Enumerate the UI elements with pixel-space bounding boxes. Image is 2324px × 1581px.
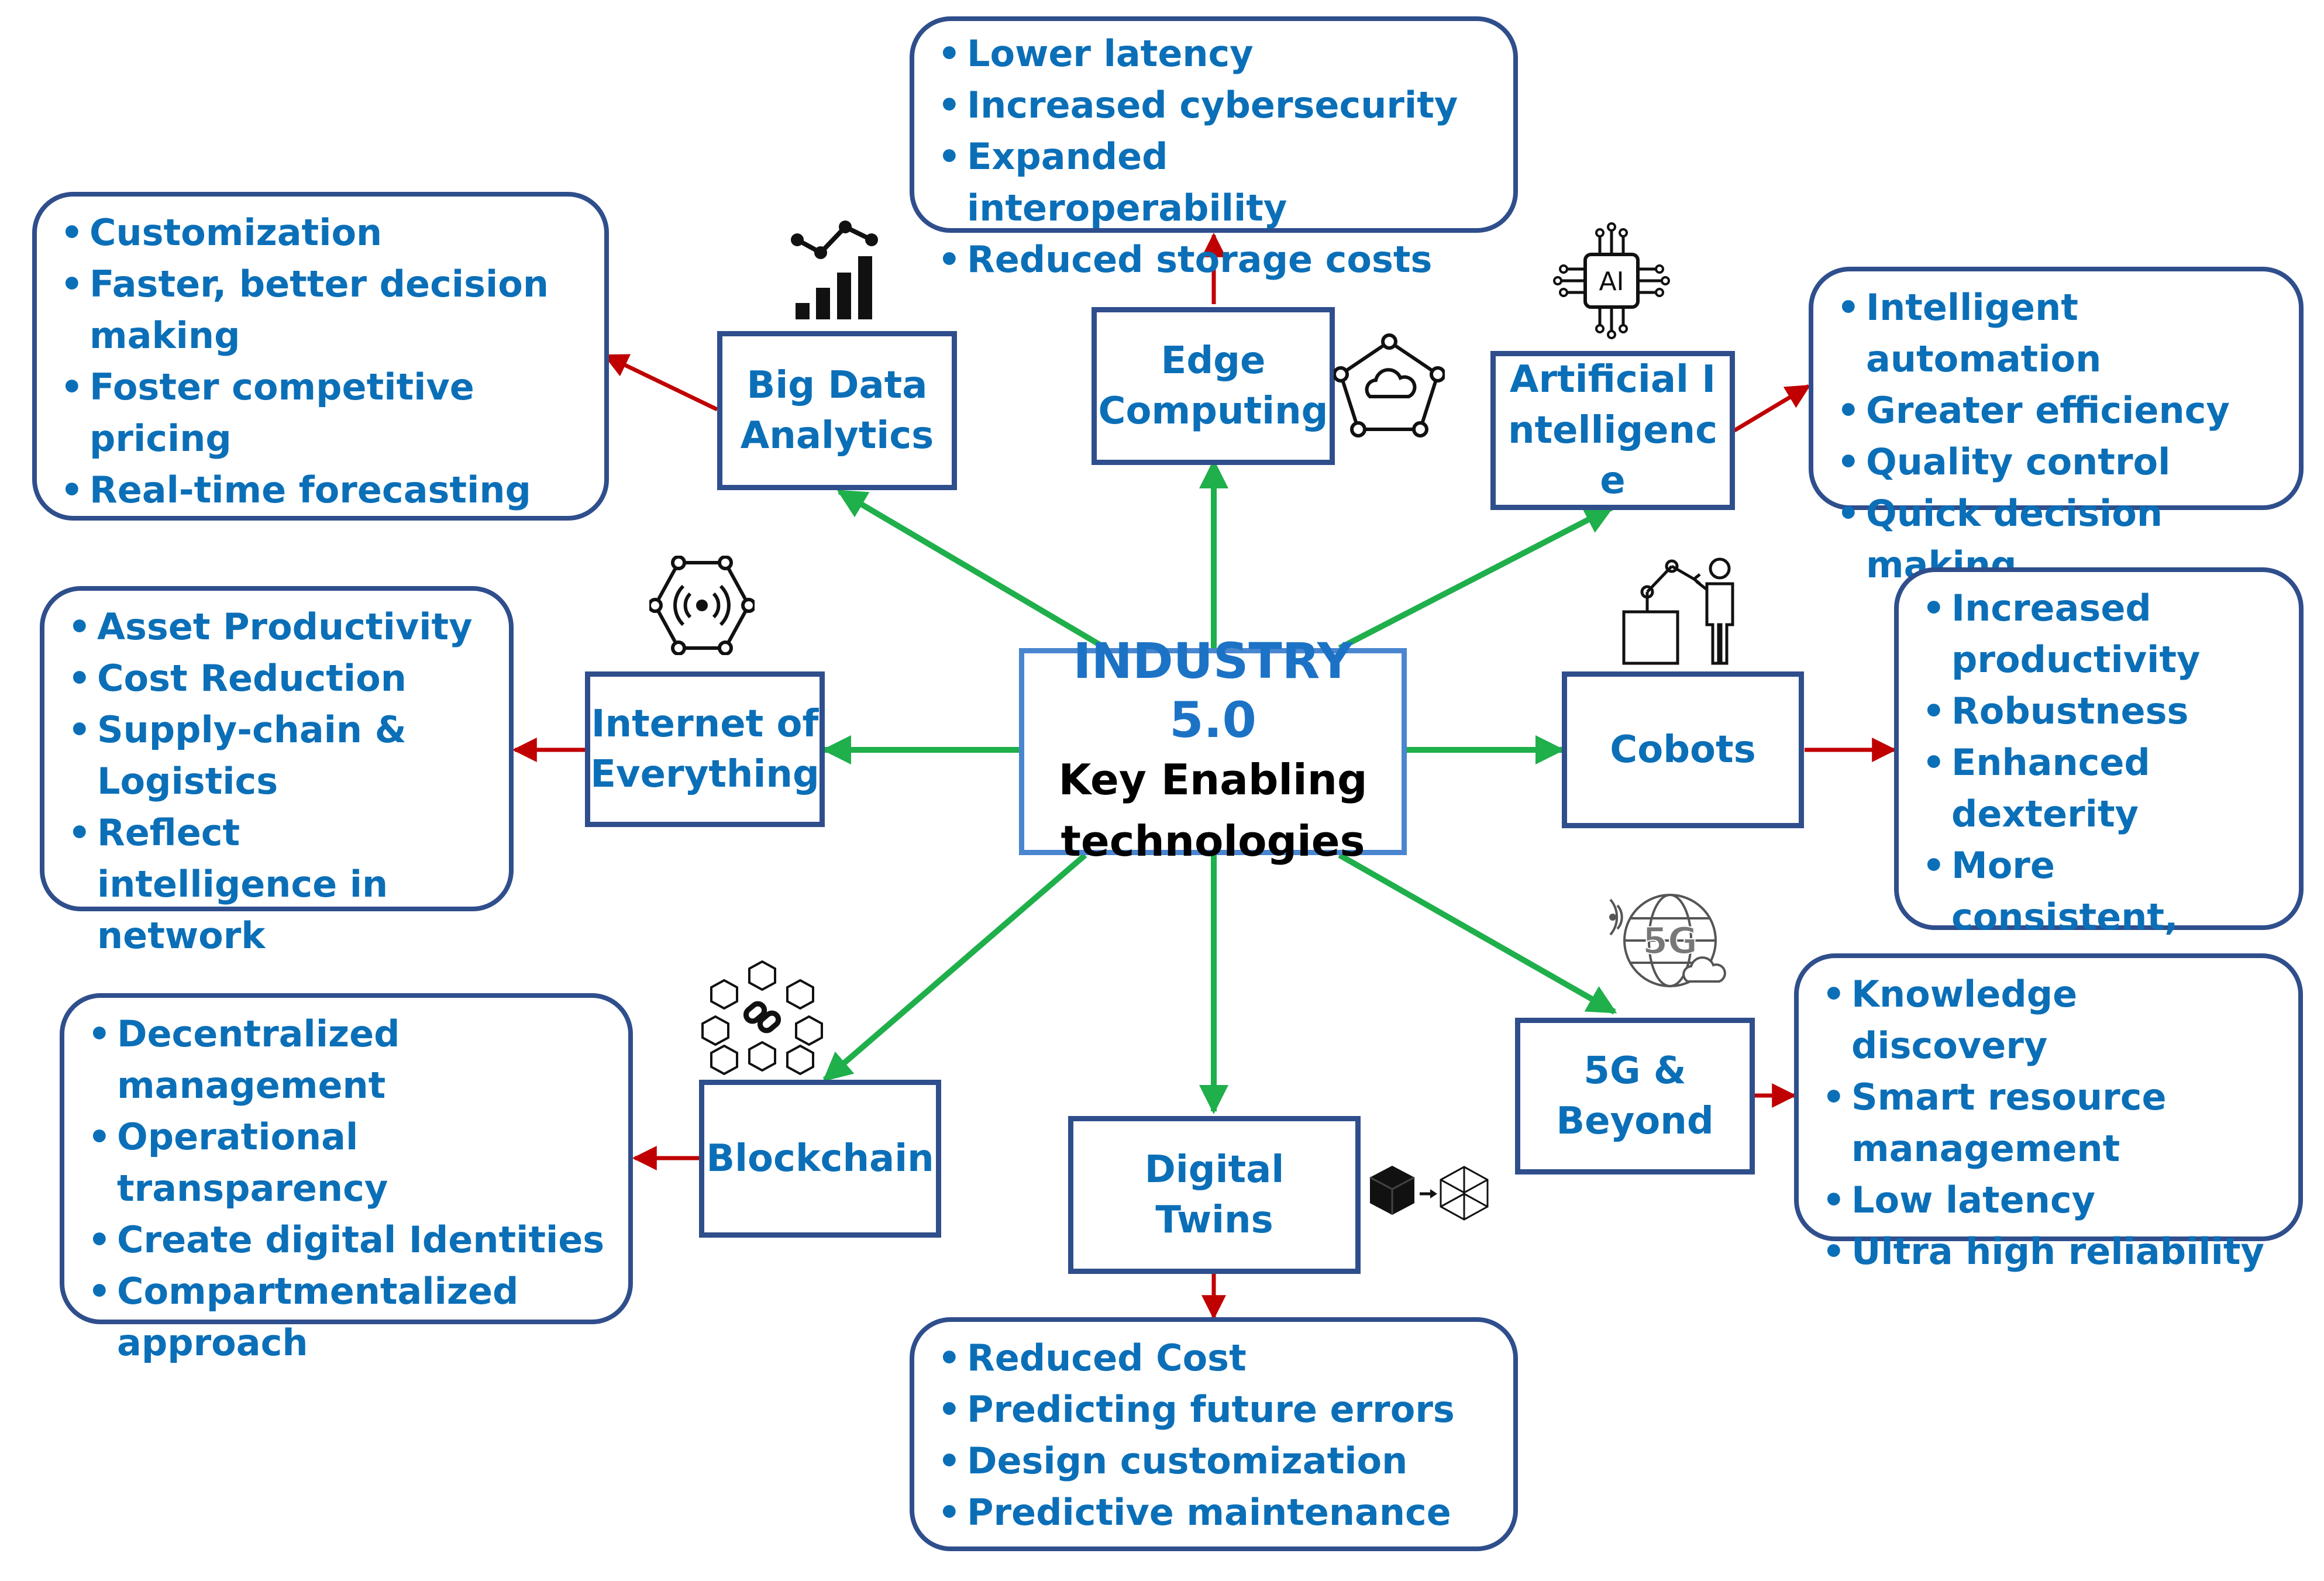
- benefit-item: Quality control: [1831, 436, 2281, 488]
- benefits-cobots: Increased productivity Robustness Enhanc…: [1894, 567, 2304, 990]
- ai-chip-icon: AI: [1553, 222, 1670, 339]
- center-subtitle-line1: Key Enabling: [1058, 755, 1368, 805]
- svg-text:AI: AI: [1599, 267, 1624, 297]
- node-5g-and-beyond: 5G & Beyond: [1515, 1018, 1755, 1174]
- benefit-item: Robustness: [1916, 686, 2281, 737]
- benefit-item: Predicting future errors: [932, 1384, 1496, 1435]
- benefit-item: Compartmentalized approach: [82, 1266, 611, 1369]
- benefit-item: Low latency: [1816, 1174, 2281, 1226]
- center-node-industry-5-0: INDUSTRY 5.0 Key Enabling technologies: [1019, 632, 1407, 866]
- benefit-item: Foster competitive pricing: [54, 361, 587, 464]
- node-internet-of-everything: Internet of Everything: [585, 671, 825, 827]
- 5g-globe-icon: 5G: [1609, 894, 1726, 987]
- benefit-item: Decentralized management: [82, 1008, 611, 1111]
- benefit-item: Operational transparency: [82, 1111, 611, 1214]
- benefit-item: Faster, better decision making: [54, 259, 587, 361]
- node-blockchain: Blockchain: [699, 1080, 941, 1238]
- benefits-internet-of-everything: Asset Productivity Cost Reduction Supply…: [40, 586, 514, 957]
- node-label: Big Data Analytics: [740, 363, 934, 457]
- arrow-center-to-ai: [1338, 505, 1614, 651]
- node-label: Artificial Intelligence: [1507, 358, 1718, 503]
- benefit-item: Cost Reduction: [62, 653, 491, 704]
- benefits-artificial-intelligence: Intelligent automation Greater efficienc…: [1809, 267, 2304, 586]
- benefit-item: Customization: [54, 207, 587, 259]
- bar-chart-trend-icon: [791, 221, 878, 319]
- benefit-item: Reduced Cost: [932, 1332, 1496, 1384]
- node-label: Cobots: [1610, 728, 1756, 771]
- benefit-item: Reduced storage costs: [932, 234, 1496, 285]
- arrow-center-to-big-data: [836, 488, 1107, 651]
- arrow-center-to-5g: [1338, 852, 1617, 1015]
- node-label: 5G & Beyond: [1556, 1049, 1714, 1143]
- blockchain-blocks-icon: [701, 960, 823, 1075]
- center-title: INDUSTRY 5.0: [1073, 632, 1353, 749]
- benefits-digital-twins: Reduced Cost Predicting future errors De…: [910, 1317, 1518, 1551]
- node-edge-computing: Edge Computing: [1092, 307, 1335, 465]
- wireless-network-icon: [649, 556, 755, 655]
- benefit-item: Increased cybersecurity: [932, 80, 1496, 131]
- benefit-item: Supply-chain & Logistics: [62, 704, 491, 807]
- benefit-item: Lower latency: [932, 28, 1496, 80]
- benefit-item: Reflect intelligence in network: [62, 807, 491, 962]
- node-cobots: Cobots: [1562, 671, 1804, 828]
- benefit-item: Expanded interoperability: [932, 131, 1496, 234]
- benefit-item: Ultra high reliability: [1816, 1226, 2281, 1277]
- node-digital-twins: Digital Twins: [1068, 1116, 1361, 1274]
- benefits-edge-computing: Lower latency Increased cybersecurity Ex…: [910, 16, 1518, 285]
- center-subtitle-line2: technologies: [1061, 816, 1365, 866]
- benefit-item: Asset Productivity: [62, 601, 491, 653]
- benefit-item: Create digital Identities: [82, 1214, 611, 1266]
- benefit-item: Intelligent automation: [1831, 282, 2281, 385]
- cube-to-wireframe-icon: [1369, 1166, 1489, 1221]
- benefit-item: Greater efficiency: [1831, 385, 2281, 436]
- benefit-item: Predictive maintenance: [932, 1487, 1496, 1538]
- benefits-big-data: Customization Faster, better decision ma…: [32, 192, 609, 521]
- node-label: Edge Computing: [1098, 339, 1328, 433]
- arrow-center-to-blockchain: [822, 853, 1087, 1082]
- node-big-data-analytics: Big Data Analytics: [717, 331, 957, 490]
- benefit-item: Design customization: [932, 1435, 1496, 1487]
- arrow-big-data-to-benefits: [603, 353, 718, 412]
- node-artificial-intelligence: Artificial Intelligence: [1490, 351, 1735, 510]
- benefits-blockchain: Decentralized management Operational tra…: [60, 993, 633, 1364]
- benefit-item: Knowledge discovery: [1816, 969, 2281, 1072]
- benefit-item: Increased productivity: [1916, 583, 2281, 686]
- benefits-5g-and-beyond: Knowledge discovery Smart resource manag…: [1794, 953, 2303, 1277]
- benefit-item: Smart resource management: [1816, 1072, 2281, 1174]
- robot-arm-human-icon: [1622, 557, 1734, 665]
- node-label: Digital Twins: [1144, 1148, 1285, 1242]
- arrow-ai-to-benefits: [1733, 384, 1811, 433]
- node-label: Internet of Everything: [590, 702, 820, 796]
- 5g-icon-label: 5G: [1643, 919, 1698, 962]
- benefit-item: Real-time forecasting: [54, 464, 587, 516]
- cloud-network-icon: [1334, 333, 1445, 438]
- benefit-item: Enhanced dexterity: [1916, 737, 2281, 840]
- node-label: Blockchain: [706, 1136, 934, 1180]
